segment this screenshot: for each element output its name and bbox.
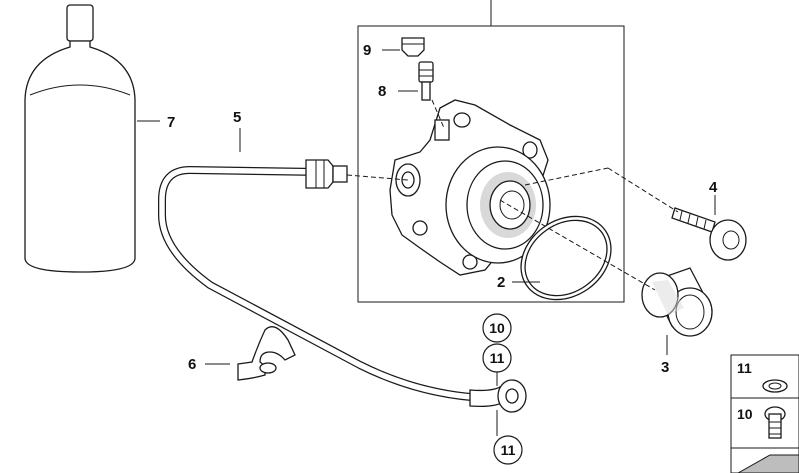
torx-bolt [671,207,747,261]
callout-11b: 11 [501,442,516,458]
fitting-nipple [418,61,434,101]
callout-circle-11a [482,343,512,373]
callout-11a: 11 [490,350,505,366]
small-parts-legend: 11 10 [730,354,799,473]
washer-icon [762,379,788,393]
legend-label-a: 11 [737,360,752,376]
reservoir-bottle [24,4,136,273]
o-ring [520,215,612,301]
callout-3: 3 [661,359,669,376]
callout-6: 6 [188,356,196,373]
callout-9: 9 [363,42,371,59]
bushing [641,267,713,337]
fitting-cap [401,37,425,57]
callout-4: 4 [709,179,718,196]
pump-housing [389,99,551,276]
callout-circle-10 [482,313,512,343]
hydraulic-line [158,159,527,413]
callout-7: 7 [167,114,175,131]
assembly-lines [346,99,679,291]
callout-2: 2 [497,274,505,291]
callout-10: 10 [489,320,505,336]
banjo-bolt-icon [764,406,786,439]
legend-label-b: 10 [737,406,753,422]
callout-8: 8 [378,83,386,100]
line-bracket [237,326,296,381]
callout-circle-11b [493,435,523,465]
legend-footer-icon [736,454,799,473]
callout-5: 5 [233,109,241,126]
